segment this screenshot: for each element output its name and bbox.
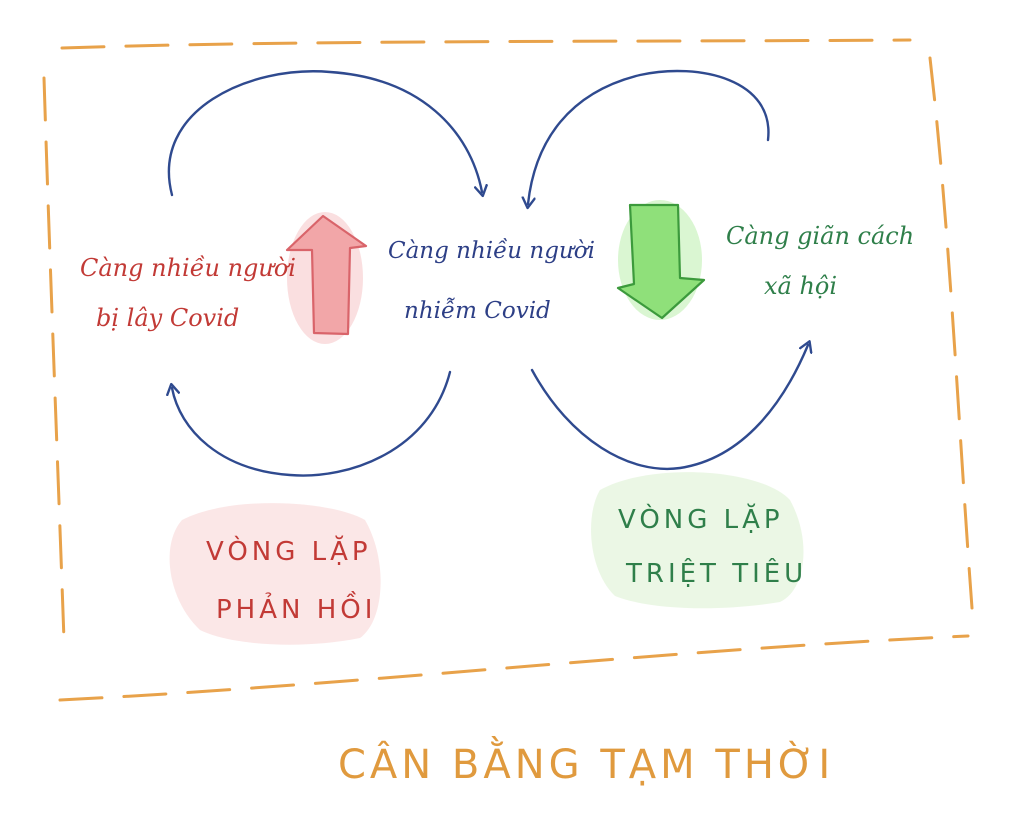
balancing-loop-blob bbox=[591, 472, 804, 609]
frame-top bbox=[60, 38, 912, 50]
reinforcing-loop-line2: PHẢN HỒI bbox=[216, 590, 376, 625]
frame-bottom bbox=[58, 634, 970, 702]
dashed-frame bbox=[42, 38, 974, 702]
reinforcing-loop-line1: VÒNG LẶP bbox=[206, 534, 372, 567]
frame-right bbox=[928, 56, 974, 610]
reinforcing-loop-blob bbox=[169, 503, 381, 645]
center-node-line2: nhiễm Covid bbox=[404, 297, 551, 324]
loop-label-backgrounds bbox=[169, 472, 804, 645]
right-node: Càng giãn cách xã hội bbox=[726, 222, 914, 300]
diagram-title: CÂN BẰNG TẠM THỜI bbox=[338, 735, 834, 788]
balancing-loop-label: VÒNG LẶP TRIỆT TIÊU bbox=[618, 502, 807, 589]
frame-left bbox=[42, 76, 66, 642]
right-loop-bottom-arc bbox=[530, 345, 808, 471]
left-node: Càng nhiều người bị lây Covid bbox=[80, 254, 296, 332]
loop-curves bbox=[167, 69, 808, 477]
balancing-loop-line2: TRIỆT TIÊU bbox=[625, 557, 807, 589]
left-loop-top-arc bbox=[167, 70, 482, 195]
center-node-line1: Càng nhiều người bbox=[388, 238, 595, 264]
left-node-line2: bị lây Covid bbox=[96, 304, 239, 332]
center-node: Càng nhiều người nhiễm Covid bbox=[388, 238, 595, 324]
down-arrow-icon bbox=[616, 203, 706, 320]
left-loop-bottom-arc bbox=[172, 370, 452, 477]
reinforcing-loop-label: VÒNG LẶP PHẢN HỒI bbox=[206, 534, 376, 625]
balancing-loop-line1: VÒNG LẶP bbox=[618, 502, 784, 535]
right-node-line1: Càng giãn cách bbox=[726, 222, 914, 250]
left-node-line1: Càng nhiều người bbox=[80, 254, 296, 282]
up-arrow-icon bbox=[285, 214, 368, 336]
right-loop-top-arc bbox=[528, 69, 770, 204]
right-node-line2: xã hội bbox=[764, 272, 837, 300]
